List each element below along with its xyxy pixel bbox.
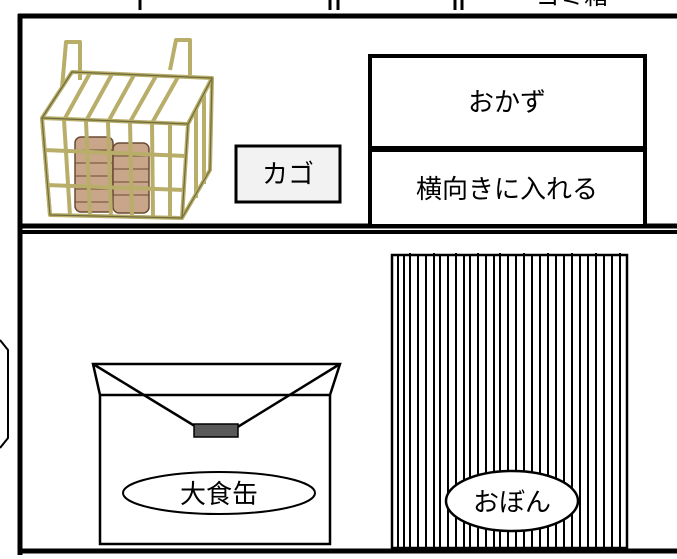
top-partial-label: ゴミ箱 — [536, 0, 608, 10]
big-can-label: 大食缶 — [180, 480, 258, 510]
tray-stack: おぼん — [390, 253, 629, 550]
basket-label: カゴ — [262, 160, 314, 190]
can-handle-icon — [193, 423, 239, 438]
top-partial-section: ゴミ箱 — [138, 0, 608, 10]
wire-basket-with-bowls-icon — [40, 38, 214, 220]
big-food-can: 大食缶 — [91, 362, 342, 546]
tray-label: おぼん — [473, 488, 551, 518]
place-sideways-box: 横向きに入れる — [368, 148, 647, 228]
basket-label-box: カゴ — [234, 144, 342, 204]
side-dish-box: おかず — [368, 54, 647, 150]
place-sideways-label: 横向きに入れる — [416, 175, 598, 205]
side-dish-label: おかず — [468, 88, 546, 118]
left-edge-partial-shape — [0, 339, 9, 449]
